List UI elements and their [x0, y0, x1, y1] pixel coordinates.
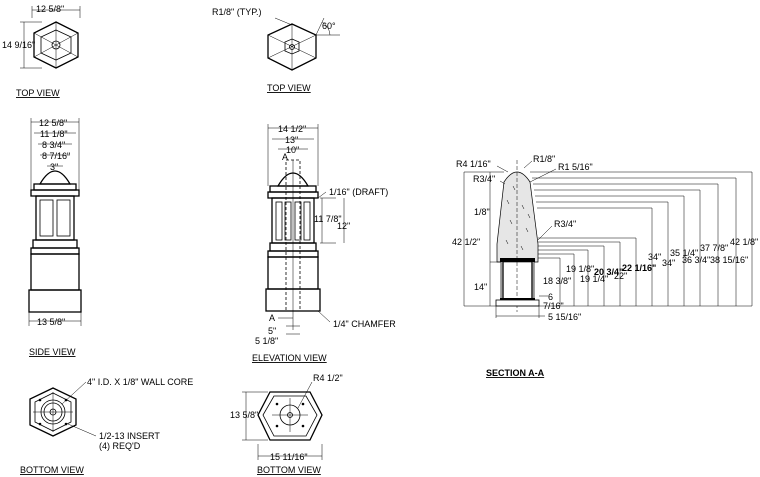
- side-dim-1: 11 1/8": [40, 129, 68, 139]
- sec-inner-8: 35 1/4": [670, 248, 698, 258]
- bottom2-label: BOTTOM VIEW: [257, 465, 321, 475]
- sec-inner-5: 22 1/16": [622, 263, 656, 273]
- elev-section-a-bottom: A: [269, 313, 275, 323]
- side-dim-4: 3": [50, 162, 58, 172]
- top-view-left: 12 5/8" 14 9/16" TOP VIEW: [2, 4, 81, 98]
- elev-draft: 1/16" (DRAFT): [329, 187, 388, 197]
- sec-inner-9: 36 3/4": [682, 255, 710, 265]
- sec-inner-11: 38 15/16": [710, 255, 748, 265]
- sec-bottom-0: 6: [548, 292, 553, 302]
- sec-r-1: R1/8": [533, 154, 555, 164]
- elev-chamfer: 1/4" CHAMFER: [333, 319, 396, 329]
- bottom-view-left: 4" I.D. X 1/8" WALL CORE 1/2-13 INSERT (…: [20, 377, 193, 475]
- sec-inner-12: 42 1/8": [730, 237, 758, 247]
- top-view-right: R1/8" (TYP.) 60° TOP VIEW: [212, 7, 340, 93]
- bottom1-core: 4" I.D. X 1/8" WALL CORE: [87, 377, 193, 387]
- elev-dim-1: 13": [285, 135, 298, 145]
- sec-inner-6: 34": [648, 252, 661, 262]
- sec-inner-2: 19 1/4": [580, 274, 608, 284]
- section-a-a: R4 1/16" R1/8" R1 5/16" R3/4" R3/4": [452, 154, 758, 378]
- bottom1-insert: 1/2-13 INSERT: [99, 431, 160, 441]
- hexagon-bottom-1: [29, 387, 77, 437]
- side-label: SIDE VIEW: [29, 347, 76, 357]
- sec-left-2: 14": [474, 282, 487, 292]
- bottom2-radius: R4 1/2": [313, 373, 343, 383]
- elev-bottom2: 5 1/8": [255, 336, 278, 346]
- sec-inner-1: 19 1/8": [566, 264, 594, 274]
- side-bottom-dim: 13 5/8": [37, 317, 65, 327]
- bottom-view-right: R4 1/2" 13 5/8" 15 11/16" BOTTOM VIEW: [230, 373, 343, 475]
- sec-r-3: R3/4": [473, 174, 495, 184]
- side-dim-0: 12 5/8": [39, 118, 67, 128]
- sec-left-0: 1/8": [474, 207, 490, 217]
- bottom1-req: (4) REQ'D: [99, 441, 141, 451]
- sec-inner-4: 22": [614, 271, 627, 281]
- elev-bottom1: 5": [268, 326, 276, 336]
- sec-inner-3: 20 3/4": [594, 267, 623, 277]
- side-view: 12 5/8" 11 1/8" 8 3/4" 8 7/16" 3" 13 5/8…: [28, 118, 82, 357]
- sec-bottom-1: 7/16": [543, 301, 564, 311]
- elev-dim-2: 10": [286, 145, 299, 155]
- top2-angle: 60°: [322, 21, 336, 31]
- sec-inner-0: 18 3/8": [543, 276, 571, 286]
- elev-label: ELEVATION VIEW: [252, 353, 327, 363]
- hexagon-bottom-2: [257, 391, 323, 441]
- sec-r-4: R3/4": [554, 219, 576, 229]
- sec-bottom-2: 5 15/16": [548, 312, 581, 322]
- sec-inner-7: 34": [662, 258, 675, 268]
- elev-h2: 12": [337, 221, 350, 231]
- bottom2-height: 13 5/8": [230, 410, 258, 420]
- elev-section-a-top: A: [282, 152, 288, 162]
- top1-width: 12 5/8": [36, 4, 64, 14]
- top1-label: TOP VIEW: [16, 88, 60, 98]
- top2-radius: R1/8" (TYP.): [212, 7, 262, 17]
- top1-height: 14 9/16": [2, 40, 35, 50]
- top2-label: TOP VIEW: [267, 83, 311, 93]
- sec-r-0: R4 1/16": [456, 159, 491, 169]
- bottom1-label: BOTTOM VIEW: [20, 465, 84, 475]
- side-dim-2: 8 3/4": [42, 140, 65, 150]
- elevation-view: 14 1/2" 13" 10" A 1/16" (DRAFT) 11 7/8" …: [252, 124, 396, 363]
- bottom2-width: 15 11/16": [270, 452, 308, 462]
- elev-h1: 11 7/8": [314, 214, 342, 224]
- section-label: SECTION A-A: [486, 368, 545, 378]
- sec-left-1: 42 1/2": [452, 237, 480, 247]
- sec-r-2: R1 5/16": [558, 162, 593, 172]
- sec-inner-10: 37 7/8": [700, 243, 728, 253]
- side-dim-3: 8 7/16": [42, 151, 70, 161]
- elev-dim-0: 14 1/2": [278, 124, 306, 134]
